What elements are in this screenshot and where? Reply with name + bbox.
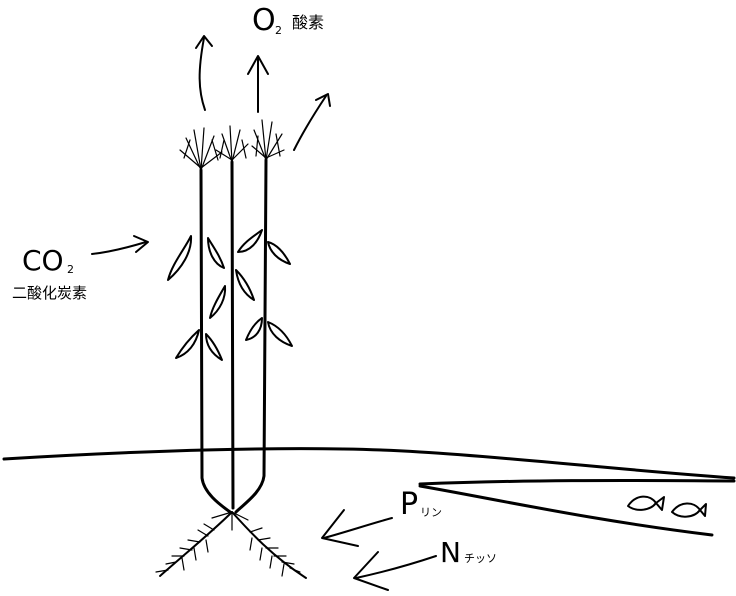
co2-name: 二酸化炭素 — [12, 284, 87, 302]
co2-label: CO 2 二酸化炭素 — [12, 244, 87, 302]
plant-stems — [199, 158, 268, 514]
o2-label: O 2 酸素 — [252, 3, 324, 38]
co2-subscript: 2 — [67, 263, 74, 276]
o2-symbol: O — [252, 3, 276, 38]
p-arrow — [321, 509, 393, 547]
n-name: チッソ — [464, 552, 497, 565]
n-arrow — [353, 551, 437, 591]
co2-arrow — [91, 235, 149, 255]
p-symbol: P — [400, 487, 418, 522]
n-label: N チッソ — [440, 536, 497, 569]
fish-icon — [627, 495, 665, 511]
plant-tassels — [179, 119, 285, 171]
o2-name: 酸素 — [292, 13, 324, 32]
n-symbol: N — [440, 536, 461, 569]
river-upper-bank — [418, 478, 736, 486]
p-name: リン — [420, 506, 442, 519]
river-lower-bank — [418, 484, 714, 537]
o2-arrow-right — [293, 93, 331, 151]
p-label: P リン — [400, 487, 442, 522]
leaves — [167, 229, 293, 361]
o2-arrow-center — [247, 55, 269, 113]
o2-subscript: 2 — [275, 24, 282, 37]
fish-icon — [671, 502, 707, 518]
co2-symbol: CO — [22, 244, 64, 277]
o2-arrow-left — [195, 35, 213, 111]
ground-line — [2, 447, 736, 480]
plant-roots — [155, 511, 307, 579]
